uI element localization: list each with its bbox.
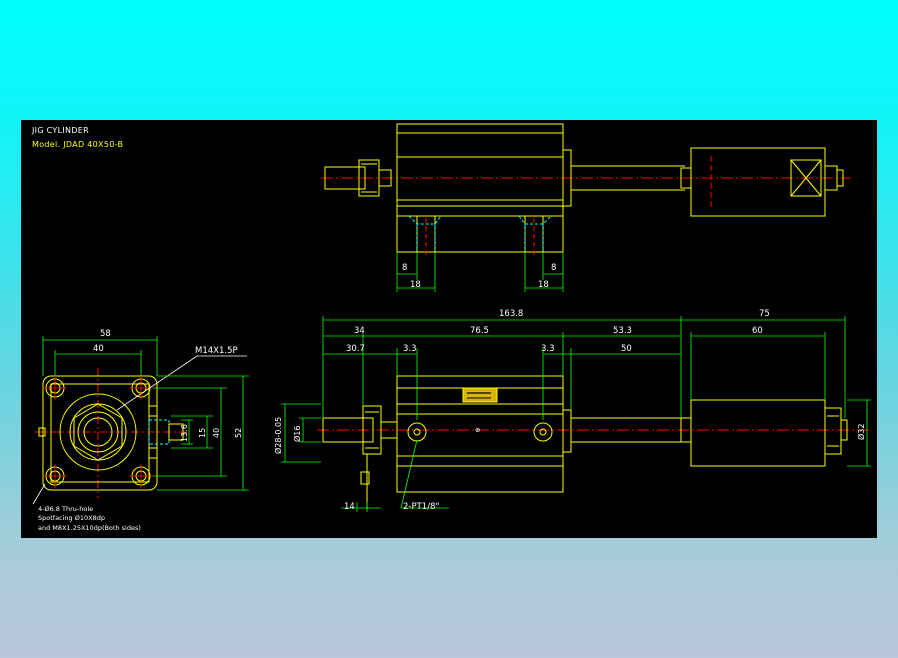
side-view-dims [281,316,871,512]
end-dim-height-outer: 52 [234,428,243,438]
drawing-model: Model. JDAD 40X50-B [32,140,123,149]
end-thread-label: M14X1.5P [195,346,238,356]
side-dim-rod-ext: 53.3 [613,326,632,336]
drawing-title: JIG CYLINDER [31,126,89,135]
end-dim-width-outer: 58 [100,329,111,339]
end-hole-note-3: and M8X1.25X10dp(Both sides) [38,524,141,532]
side-dim-front: 30.7 [346,344,365,354]
side-dim-bottom: 14 [344,502,355,512]
end-dim-slot-b: 15 [198,428,207,438]
end-hole-note-2: Spotfacing Ø10X8dp [38,514,105,522]
side-dim-rod-dia: Ø16 [292,426,302,442]
end-plate [42,375,158,491]
side-dim-tail: 75 [759,309,770,319]
side-port-left [407,422,427,442]
end-bore-outer [59,393,137,471]
side-dim-body: 76.5 [470,326,489,336]
top-dim-left-gap: 8 [402,263,407,273]
side-dim-tail-dia: Ø32 [856,424,866,440]
end-dim-width-inner: 40 [93,344,104,354]
top-dim-right-gap: 8 [551,263,556,273]
end-view-dims [42,336,249,491]
cad-drawing: JIG CYLINDER Model. JDAD 40X50-B [31,123,871,532]
side-dim-port-left: 3.3 [403,344,417,354]
top-tail-square [790,159,822,197]
end-view: 58 40 52 40 13.6 15 M14X1.5P 4-Ø6.8 Thru… [32,329,249,532]
top-view-dims [396,252,564,292]
top-rod-left [324,166,366,190]
top-bracket [396,215,564,253]
end-rod [83,417,113,447]
top-boss-left [378,169,392,187]
svg-text:⊕: ⊕ [475,426,480,434]
side-port-label: 2-PT1/8" [403,502,439,512]
side-dim-stroke: 50 [621,344,632,354]
side-nameplate [462,387,498,403]
side-dim-port-right: 3.3 [541,344,555,354]
side-dim-block: 60 [752,326,763,336]
end-dim-slot-a: 13.6 [180,424,189,442]
top-body [396,123,564,217]
side-rod-end [322,417,374,443]
side-view: ⊕ [273,309,871,512]
side-dim-bore: Ø28-0.05 [273,417,283,454]
end-hole-note-1: 4-Ø6.8 Thru-hole [38,505,93,513]
top-view: 8 8 18 18 [321,123,851,292]
side-port-right [533,422,553,442]
end-dim-height-inner: 40 [212,428,221,438]
top-dim-left-width: 18 [410,280,421,290]
top-dim-right-width: 18 [538,280,549,290]
side-dim-rod-end: 34 [354,326,365,336]
side-tail-block [690,399,826,467]
top-front-flange [562,149,572,207]
cad-viewport[interactable]: JIG CYLINDER Model. JDAD 40X50-B [21,120,877,538]
side-dim-overall: 163.8 [499,309,523,319]
